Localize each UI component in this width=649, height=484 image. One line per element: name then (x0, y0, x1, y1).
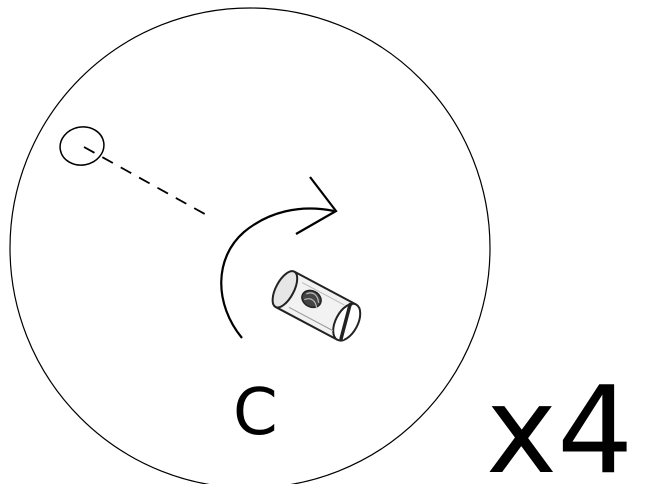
quantity-label: x4 (486, 362, 633, 484)
cam-lock-nut-icon (268, 267, 366, 345)
hole-marker (57, 123, 107, 168)
dashed-guide-line (84, 147, 212, 218)
part-letter-label: C (233, 376, 278, 450)
